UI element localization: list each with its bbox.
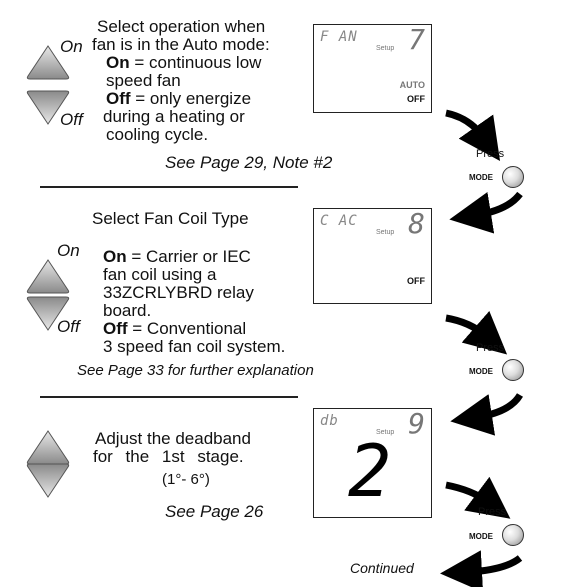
display-status-off: OFF: [407, 276, 425, 286]
page-reference: See Page 29, Note #2: [165, 153, 333, 172]
display-status-off: OFF: [407, 94, 425, 104]
mode-label: MODE: [469, 173, 493, 182]
arrow-to-press-2: [445, 310, 508, 355]
instruction-line: fan is in the Auto mode:: [92, 35, 270, 54]
section-title: Select Fan Coil Type: [92, 209, 249, 228]
on-label: On: [60, 37, 83, 56]
mode-label: MODE: [469, 532, 493, 541]
display-step: 9: [408, 407, 425, 440]
off-description: Off = Conventional: [103, 319, 247, 338]
up-arrow-button[interactable]: [24, 254, 72, 294]
down-arrow-button[interactable]: [24, 463, 72, 503]
instruction-line: Adjust the deadband: [95, 429, 251, 448]
up-arrow-button[interactable]: [24, 40, 72, 80]
page-reference: See Page 33 for further explanation: [77, 362, 314, 379]
display-setup: Setup: [376, 429, 395, 436]
thermostat-display: C AC 8 Setup OFF: [313, 207, 432, 304]
section-divider: [40, 186, 298, 188]
up-arrow-button[interactable]: [24, 425, 72, 465]
off-label: Off: [57, 317, 80, 336]
instruction-line: Select operation when: [97, 17, 266, 36]
arrow-continued: [440, 550, 523, 587]
press-label: Press: [478, 506, 507, 518]
arrow-to-step-9: [450, 393, 524, 436]
down-arrow-button[interactable]: [24, 90, 72, 130]
on-description: On = continuous low: [106, 53, 262, 72]
display-value: 2: [348, 429, 392, 513]
mode-button[interactable]: [502, 166, 524, 188]
on-label: On: [57, 241, 80, 260]
off-description-cont: 3 speed fan coil system.: [103, 337, 286, 356]
thermostat-display: F AN 7 Setup AUTO OFF: [313, 23, 432, 113]
arrow-to-step-8: [449, 191, 523, 234]
on-description: On = Carrier or IEC: [103, 247, 251, 266]
display-code: C AC: [320, 213, 358, 229]
display-code: F AN: [320, 29, 358, 45]
mode-button[interactable]: [502, 524, 524, 546]
display-step: 7: [408, 23, 425, 56]
display-code: db: [320, 413, 339, 429]
on-description-cont: speed fan: [106, 71, 181, 90]
section-divider: [40, 396, 298, 398]
continued-label: Continued: [350, 560, 414, 576]
mode-label: MODE: [469, 367, 493, 376]
on-description-cont: 33ZCRLYBRD relay: [103, 283, 254, 302]
off-description: Off = only energize: [106, 89, 252, 108]
instruction-line: for the 1st stage.: [93, 447, 244, 466]
display-setup: Setup: [376, 45, 395, 52]
down-arrow-button[interactable]: [24, 296, 72, 336]
off-description-cont: cooling cycle.: [106, 125, 209, 144]
mode-button[interactable]: [502, 359, 524, 381]
press-label: Press: [476, 148, 505, 160]
off-description-cont: during a heating or: [103, 107, 245, 126]
page-reference: See Page 26: [165, 502, 264, 521]
thermostat-display: db 9 Setup 2: [313, 407, 432, 518]
display-status-auto: AUTO: [399, 80, 425, 90]
off-label: Off: [60, 110, 83, 129]
on-description-cont: fan coil using a: [103, 265, 217, 284]
on-description-cont: board.: [103, 301, 152, 320]
range-text: (1°- 6°): [162, 471, 210, 488]
display-setup: Setup: [376, 229, 395, 236]
arrow-to-press-3: [445, 476, 511, 519]
arrow-to-press-1: [445, 109, 501, 161]
display-step: 8: [408, 207, 425, 240]
press-label: Press: [476, 342, 505, 354]
